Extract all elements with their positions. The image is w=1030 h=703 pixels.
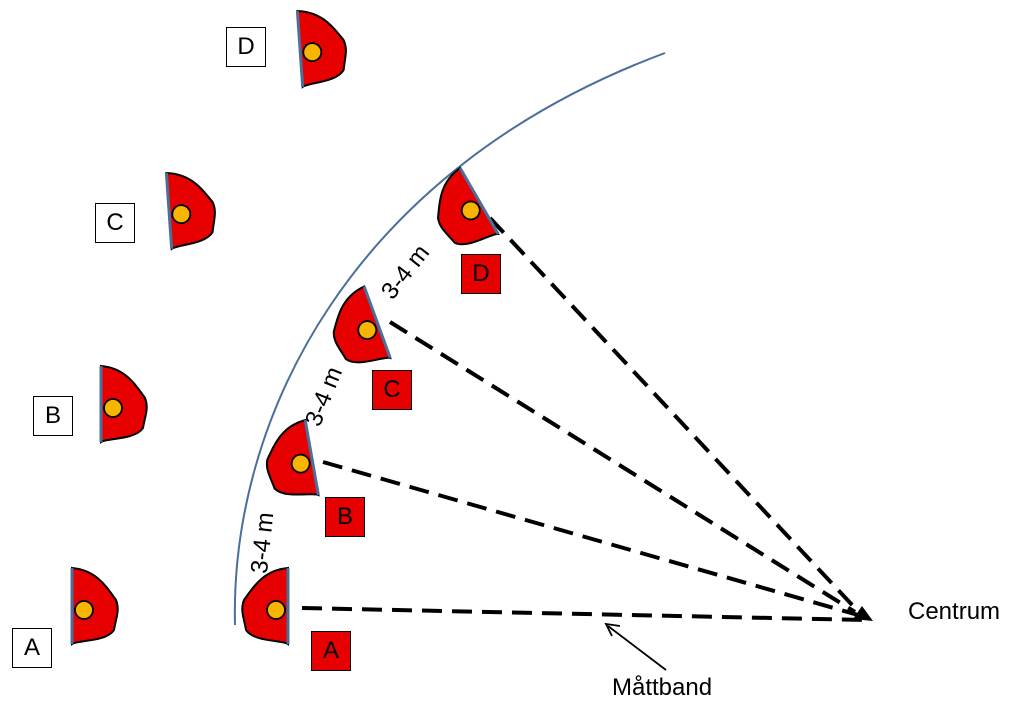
dashed-line-a (301, 606, 866, 622)
dashed-line-d (488, 216, 857, 610)
outer-cone-a (70, 566, 120, 646)
inner-cone-c (319, 285, 392, 376)
inner-cone-b (258, 418, 320, 505)
center-label: Centrum (908, 598, 1001, 625)
inner-cone-d (419, 166, 500, 259)
tape-label: Måttband (612, 674, 713, 701)
outer-cone-d (295, 6, 350, 89)
boundary-arc (233, 52, 666, 626)
inner-label-b: B (325, 497, 365, 537)
center-marker (853, 606, 873, 621)
outer-label-a: A (12, 628, 52, 668)
outer-label-b: B (33, 396, 73, 436)
dashed-line-b (322, 460, 859, 617)
inner-label-d: D (461, 254, 501, 294)
inner-cone-a (240, 566, 290, 646)
dashed-line-c (388, 320, 857, 614)
outer-label-c: C (95, 203, 135, 243)
dashed-lines (301, 216, 866, 622)
tape-arrow (604, 622, 667, 671)
outer-cone-b (99, 364, 149, 444)
inner-label-c: C (372, 370, 412, 410)
outer-cone-c (164, 168, 219, 251)
inner-label-a: A (311, 631, 351, 671)
outer-label-d: D (226, 27, 266, 67)
